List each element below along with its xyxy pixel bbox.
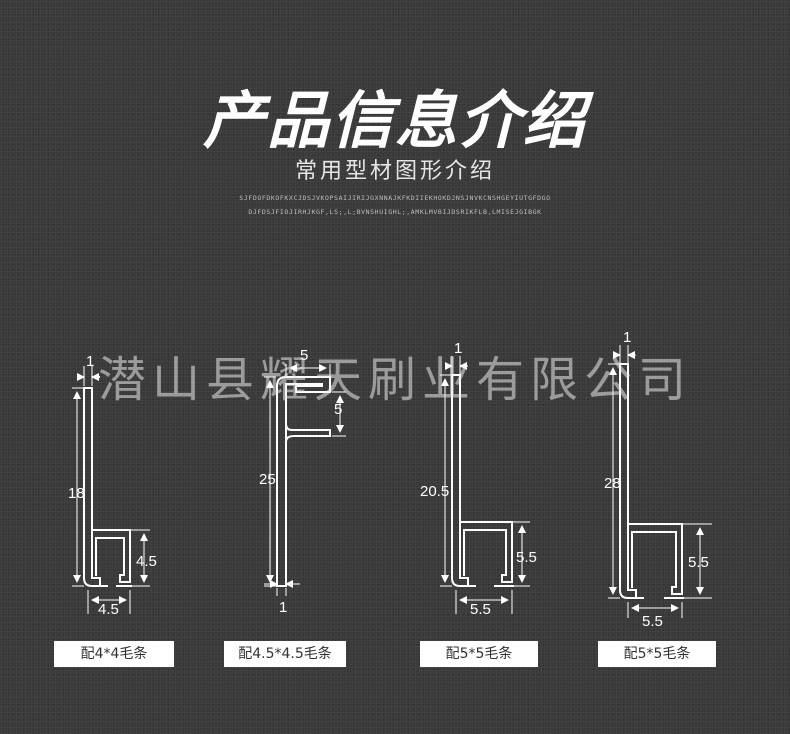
profile-1-channel: [92, 529, 131, 583]
profile-4-dim-channel-width: 5.5: [642, 613, 663, 630]
profile-3-outline: [451, 374, 469, 587]
profile-3-dim-channel-height: 5.5: [516, 549, 537, 566]
profile-1-dim-top: 1: [86, 353, 94, 370]
watermark: 潜山县耀天刷业有限公司: [97, 352, 692, 408]
profile-3-dim-top: 1: [454, 340, 462, 357]
profile-4-dim-top: 1: [623, 329, 631, 346]
profile-2-dim-top-width: 5: [300, 347, 308, 364]
profile-2-dim-hook-gap: 5: [334, 401, 342, 418]
profile-4-caption: 配5*5毛条: [598, 641, 716, 667]
profile-4-dim-height: 28: [604, 475, 621, 492]
page-title: 产品信息介绍: [202, 84, 587, 157]
profile-1-dim-height: 18: [68, 485, 85, 502]
profile-3-caption: 配5*5毛条: [420, 641, 538, 667]
profile-4-outline: [619, 363, 637, 599]
profile-2-outline: [276, 376, 331, 587]
profile-2: [264, 364, 346, 596]
decorative-code-line-1: SJFDOFDKOFKXCJDSJVKOPSAIJIRIJGXNNAJKFKDI…: [239, 194, 551, 202]
profile-1: [72, 366, 150, 614]
profile-1-dim-channel-width: 4.5: [98, 601, 119, 618]
page-subtitle: 常用型材图形介绍: [294, 159, 495, 184]
profile-1-dim-channel-height: 4.5: [136, 553, 157, 570]
profile-2-lower-hook: [285, 423, 331, 443]
profile-3-dim-height: 20.5: [420, 483, 449, 500]
profile-1-outline: [83, 387, 101, 587]
profile-3: [440, 356, 530, 614]
profile-2-dim-bottom: 1: [279, 599, 287, 616]
profile-2-caption: 配4.5*4.5毛条: [224, 641, 346, 667]
profile-2-dim-height: 25: [259, 471, 276, 488]
profile-4: [608, 345, 712, 618]
profile-4-dim-channel-height: 5.5: [688, 554, 709, 571]
profile-3-dim-channel-width: 5.5: [470, 601, 491, 618]
profile-1-caption: 配4*4毛条: [54, 641, 174, 667]
profile-4-channel: [628, 523, 683, 595]
decorative-code-line-2: DJFDSJFIOJIRHJKGF,LS;,L;BVNSHUIGHL;,AMKL…: [248, 208, 542, 216]
profile-3-channel: [460, 521, 513, 583]
